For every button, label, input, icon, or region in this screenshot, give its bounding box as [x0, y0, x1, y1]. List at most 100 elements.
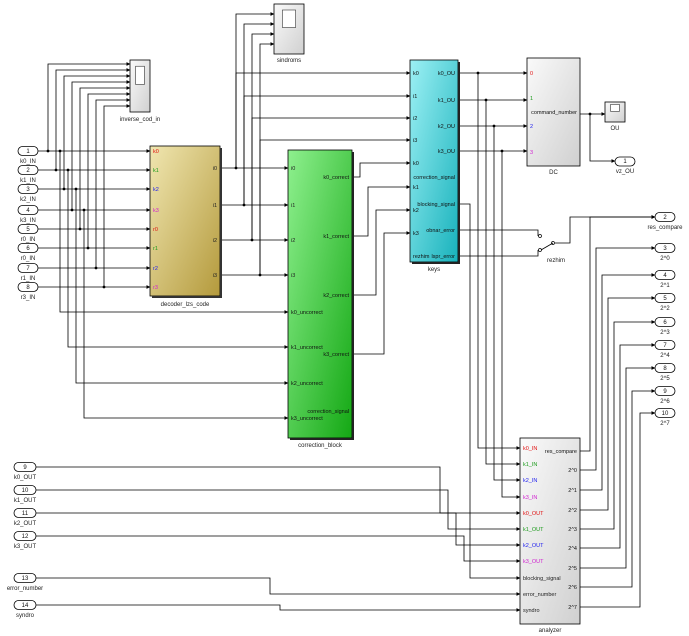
scope-label: sindroms	[277, 58, 301, 64]
correction-in-i3: i3	[291, 273, 295, 279]
outport-name: 2^3	[660, 330, 670, 336]
wire	[75, 189, 289, 385]
analyzer-body[interactable]	[519, 437, 581, 625]
inport-k1_IN-2[interactable]: 2k1_IN	[17, 165, 39, 185]
wire	[55, 68, 131, 170]
inport-shape[interactable]	[13, 485, 37, 495]
inport-shape[interactable]	[13, 600, 37, 610]
outport-2^1[interactable]: 42^1	[654, 270, 676, 290]
inport-shape[interactable]	[13, 462, 37, 472]
scope-body[interactable]	[129, 59, 151, 113]
inport-shape[interactable]	[17, 184, 39, 194]
scope-ou[interactable]: OU	[604, 101, 626, 132]
outport-2^6[interactable]: 92^6	[654, 386, 676, 406]
keys-shadow	[458, 62, 460, 264]
correction-block[interactable]: i0i1i2i3k0_uncorrectk1_uncorrectk2_uncor…	[287, 149, 354, 449]
outport-shape[interactable]	[654, 212, 676, 222]
outport-shape[interactable]	[614, 156, 636, 167]
decoder-out-i0: i0	[213, 166, 217, 172]
outport-shape[interactable]	[654, 408, 676, 418]
outport-shape[interactable]	[654, 363, 676, 373]
inport-name: r0_IN	[21, 237, 36, 243]
outport-number: 6	[663, 320, 667, 326]
inport-k2_IN-3[interactable]: 3k2_IN	[17, 184, 39, 204]
outport-2^0[interactable]: 32^0	[654, 243, 676, 263]
outport-2^7[interactable]: 102^7	[654, 408, 676, 428]
inport-k3_IN-4[interactable]: 4k3_IN	[17, 205, 39, 225]
inport-r1_IN-7[interactable]: 7r1_IN	[17, 263, 39, 283]
wire	[493, 126, 521, 482]
inport-k0_IN-1[interactable]: 1k0_IN	[17, 146, 39, 166]
outport-2^3[interactable]: 6 2^3	[654, 317, 676, 337]
decoder-in-k1: k1	[153, 168, 159, 174]
scope-sindroms[interactable]: sindroms	[273, 3, 305, 64]
outport-2^4[interactable]: 72^4	[654, 340, 676, 360]
wire	[36, 512, 521, 547]
outport-shape[interactable]	[654, 270, 676, 280]
inport-r0_IN-6[interactable]: 6r0_IN	[17, 243, 39, 263]
decoder-body[interactable]	[149, 145, 221, 297]
inport-number: 5	[26, 227, 30, 233]
inport-shape[interactable]	[17, 263, 39, 273]
outport-shape[interactable]	[654, 293, 676, 303]
inport-k0_OUT[interactable]: 9k0_OUT	[13, 462, 37, 482]
inport-shape[interactable]	[17, 146, 39, 156]
inport-number: 2	[26, 168, 30, 174]
scope-inverse-cod-in[interactable]: inverse_cod_in	[120, 59, 160, 123]
wire	[460, 229, 539, 236]
scope-body[interactable]	[604, 101, 626, 123]
outport-vz_OU[interactable]: 1vz_OU	[614, 156, 636, 175]
correction-body[interactable]	[287, 149, 353, 439]
dc-body[interactable]	[526, 57, 581, 167]
analyzer-block[interactable]: k0_INk1_INk2_INk3_INk0_OUTk1_OUTk2_OUTk3…	[519, 437, 581, 634]
inport-shape[interactable]	[17, 205, 39, 215]
outport-shape[interactable]	[654, 340, 676, 350]
inport-shape[interactable]	[17, 165, 39, 175]
rezhim-switch[interactable]: rezhim	[538, 234, 566, 265]
blocks-layer: 1k0_IN2k1_IN3k2_IN4k3_IN5r0_IN6r0_IN7r1_…	[7, 3, 683, 634]
analyzer-in-k1_IN: k1_IN	[523, 462, 537, 468]
inport-r0_IN-5[interactable]: 5 r0_IN	[17, 224, 39, 244]
switch-contact	[538, 234, 542, 238]
inport-shape[interactable]	[17, 243, 39, 253]
inport-shape[interactable]	[17, 224, 39, 234]
inport-shape[interactable]	[13, 573, 37, 583]
outport-shape[interactable]	[654, 386, 676, 396]
outport-number: 10	[662, 411, 669, 417]
outport-number: 4	[663, 273, 667, 279]
outport-number: 2	[663, 215, 667, 221]
inport-name: k1_OUT	[14, 498, 37, 504]
inport-number: 7	[26, 266, 30, 272]
outport-number: 7	[663, 343, 667, 349]
correction-out-correction_signal: correction_signal	[307, 409, 349, 415]
outport-shape[interactable]	[654, 317, 676, 327]
decoder-name: decoder_lzs_code	[161, 302, 210, 308]
correction-out-k3_correct: k3_correct	[323, 352, 349, 358]
switch-name: rezhim	[547, 258, 565, 264]
inport-name: k2_IN	[20, 197, 36, 203]
analyzer-in-k2_OUT: k2_OUT	[523, 543, 544, 549]
inport-shape[interactable]	[13, 531, 37, 541]
decoder-shadow	[152, 296, 222, 298]
outport-2^5[interactable]: 82^5	[654, 363, 676, 383]
outport-shape[interactable]	[654, 243, 676, 253]
inport-r3_IN-8[interactable]: 8r3_IN	[17, 282, 39, 302]
keys-in-k0: k0	[413, 71, 419, 77]
keys-in-i3: i3	[413, 138, 417, 144]
analyzer-in-k1_OUT: k1_OUT	[523, 527, 544, 533]
inport-shape[interactable]	[13, 508, 37, 518]
outport-2^2[interactable]: 52^2	[654, 293, 676, 313]
wire	[243, 22, 275, 205]
dc-out-command-number: command_number	[531, 110, 577, 116]
inport-shape[interactable]	[17, 282, 39, 292]
dc-name: DC	[549, 170, 558, 176]
keys-block[interactable]: k0i1i2i3k0k1k2k3rezhimk0_OUk1_OUk2_OUk3_…	[409, 59, 460, 273]
